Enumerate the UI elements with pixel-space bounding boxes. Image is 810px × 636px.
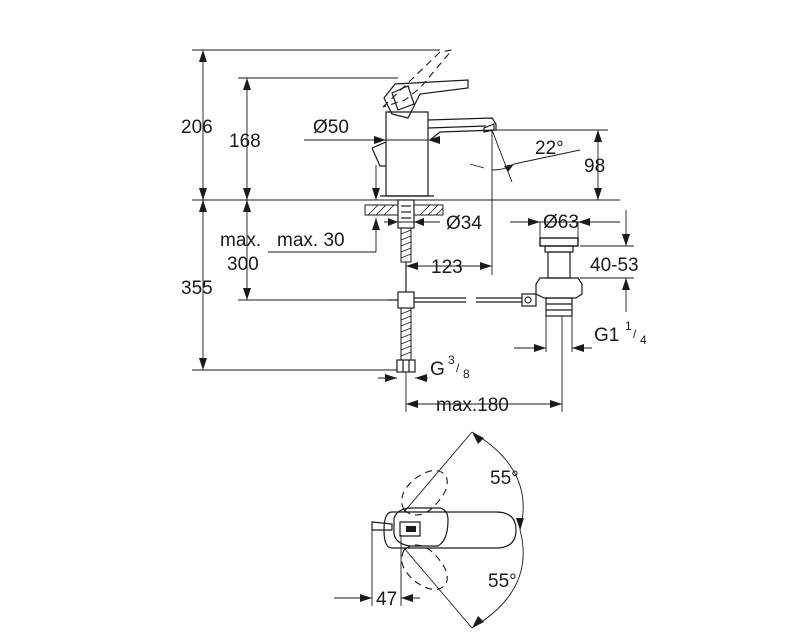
- label-g-den: 8: [463, 367, 470, 381]
- label-d63: Ø63: [543, 212, 579, 233]
- label-d50: Ø50: [313, 117, 349, 138]
- dimension-98: [496, 129, 608, 200]
- label-55-lower: 55°: [488, 571, 517, 592]
- waste-assembly: [521, 237, 583, 317]
- label-355: 355: [181, 278, 213, 299]
- label-47: 47: [376, 589, 397, 610]
- label-206: 206: [181, 117, 213, 138]
- label-300: 300: [227, 254, 259, 275]
- faucet-side-view: [371, 49, 497, 197]
- label-168: 168: [229, 131, 261, 152]
- supply-hose: [388, 262, 416, 373]
- dimension-d34: [384, 218, 440, 226]
- label-d34: Ø34: [446, 213, 482, 234]
- dimension-206: [192, 49, 440, 200]
- label-g-num: 3: [448, 353, 455, 367]
- dimension-g1-1-4: [514, 316, 592, 352]
- dimension-300: [238, 200, 390, 301]
- label-g-slash: /: [456, 361, 460, 375]
- label-max-180: max.180: [436, 395, 509, 416]
- dimension-d50: [304, 136, 440, 144]
- pull-rod: [414, 297, 522, 303]
- dimension-max-180: [405, 316, 563, 412]
- dimension-168: [238, 77, 398, 200]
- dimension-40-53: [580, 210, 634, 312]
- countertop-section: [364, 199, 444, 263]
- label-g1-slash: /: [633, 327, 637, 341]
- label-g1-num: 1: [625, 319, 632, 333]
- dimension-355: [192, 200, 400, 371]
- dimension-max-30: [268, 165, 380, 253]
- label-40-53: 40-53: [590, 255, 639, 276]
- label-123: 123: [431, 257, 463, 278]
- label-98: 98: [584, 156, 605, 177]
- label-g: G: [430, 359, 445, 380]
- dimension-123: [406, 262, 492, 270]
- label-g1: G1: [594, 325, 619, 346]
- faucet-top-view: [371, 469, 517, 606]
- rotation-arcs: [403, 431, 524, 629]
- dimension-22deg: [469, 129, 581, 275]
- label-22deg: 22°: [535, 138, 564, 159]
- label-g1-den: 4: [640, 333, 647, 347]
- label-max: max.: [220, 230, 261, 251]
- dimension-d63: [510, 218, 620, 238]
- dimension-g3-8: [378, 374, 428, 382]
- label-55-upper: 55°: [490, 468, 519, 489]
- dimension-47: [334, 530, 420, 606]
- label-max-30: max. 30: [277, 230, 345, 251]
